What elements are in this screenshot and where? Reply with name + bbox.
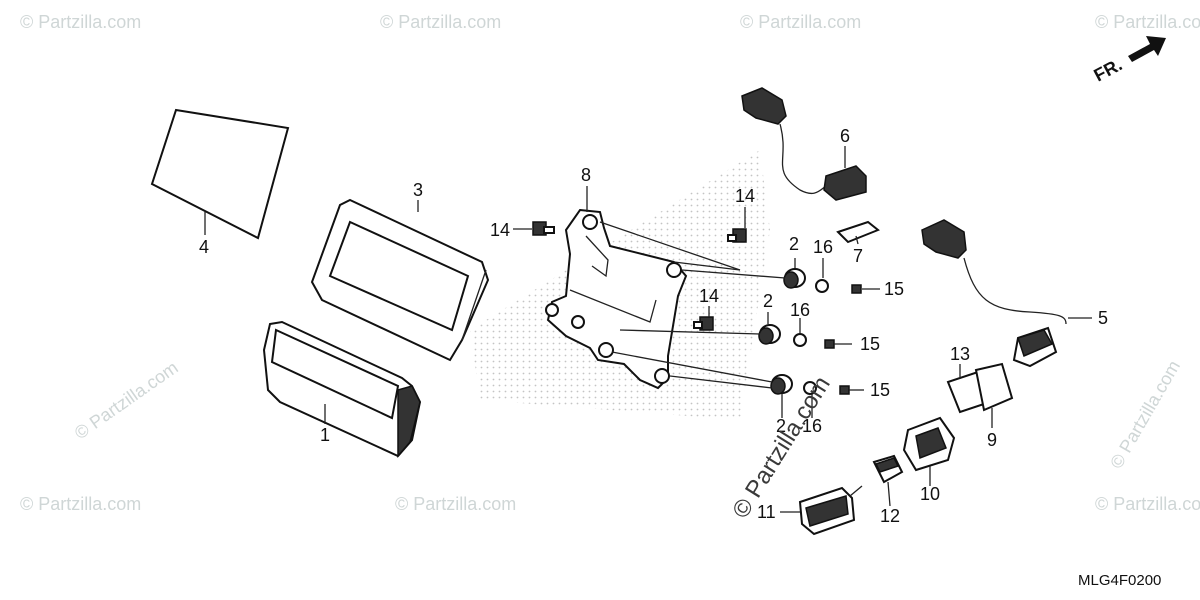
callout-2-bottom: 2 [776,416,786,436]
callout-12: 12 [880,506,900,526]
watermark-top-left: © Partzilla.com [20,12,141,32]
watermark-top-mid-left: © Partzilla.com [380,12,501,32]
callout-5: 5 [1098,308,1108,328]
callout-15-top: 15 [884,279,904,299]
bolt-parts [532,221,747,331]
drawing-code: MLG4F0200 [1078,572,1161,589]
callout-14-left: 14 [490,220,510,240]
display-unit-part [262,320,422,459]
watermark-diag-right: © Partzilla.com [1106,357,1184,472]
arrow-right-icon [1128,36,1166,62]
watermark-bottom-mid: © Partzilla.com [395,494,516,514]
callout-3: 3 [413,180,423,200]
watermark-top-right: © Partzilla.com [1095,12,1200,32]
callout-11: 11 [757,502,776,522]
callout-2-top: 2 [789,234,799,254]
callout-14-mid: 14 [699,286,719,306]
callout-14-right: 14 [735,186,755,206]
callout-15-mid: 15 [860,334,880,354]
callout-16-top: 16 [813,237,833,257]
callout-10: 10 [920,484,940,504]
callout-16-mid: 16 [790,300,810,320]
callout-7: 7 [853,246,863,266]
callout-4: 4 [199,237,209,257]
meter-cover-part [310,198,490,362]
watermark-diag-left: © Partzilla.com [71,357,182,443]
harness-6-part [741,87,880,244]
callout-8: 8 [581,165,591,185]
callout-15-bottom: 15 [870,380,890,400]
callout-2-mid: 2 [763,291,773,311]
callout-6: 6 [840,126,850,146]
front-direction-indicator: FR. [1090,36,1166,86]
harness-5-part [921,219,1067,368]
callout-1: 1 [320,425,330,445]
watermark-bottom-left: © Partzilla.com [20,494,141,514]
watermark-top-mid-right: © Partzilla.com [740,12,861,32]
callout-16-bottom: 16 [802,416,822,436]
grommet-washer-screw-parts [758,268,862,395]
label-sheet-part [150,108,290,240]
callout-labels: 1 2 2 2 3 4 5 6 7 8 9 10 11 12 13 14 14 … [199,126,1108,526]
leader-lines [204,146,1092,513]
watermark-bottom-right: © Partzilla.com [1095,494,1200,514]
callout-13: 13 [950,344,970,364]
socket-assembly-parts [798,362,1014,536]
front-direction-label: FR. [1090,54,1125,85]
bracket-part [545,208,688,390]
callout-9: 9 [987,430,997,450]
